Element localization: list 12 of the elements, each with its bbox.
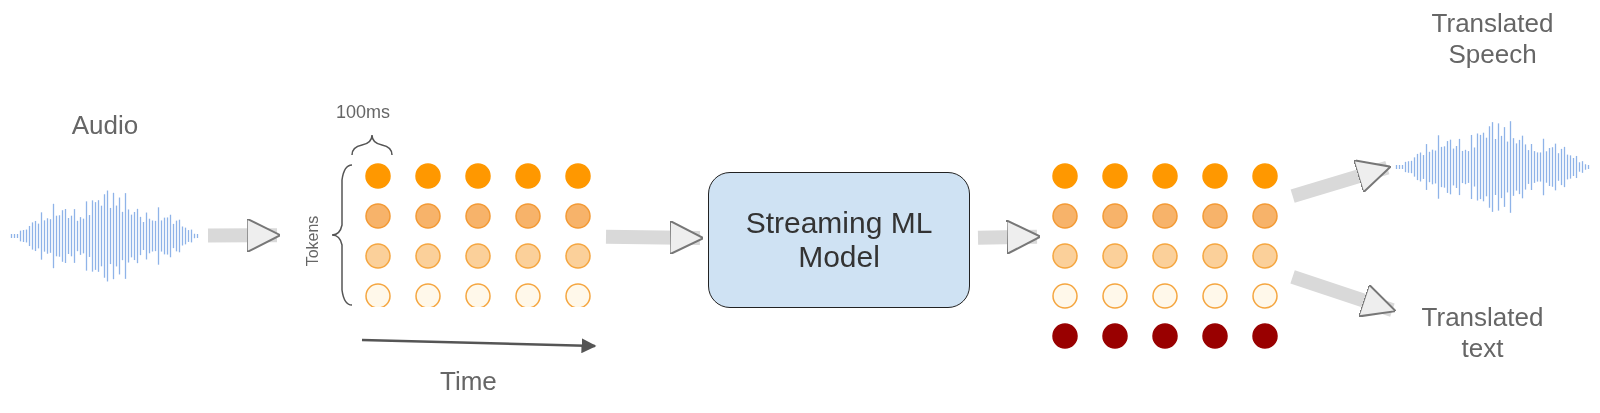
arrow <box>977 219 1042 255</box>
arrow <box>605 219 705 256</box>
output-label: Translated text <box>1400 302 1565 378</box>
model-box: Streaming ML Model <box>708 172 970 308</box>
arrow <box>1290 270 1397 318</box>
heading: Translated Speech <box>1430 8 1555 71</box>
axis-label: Time <box>440 366 497 397</box>
interval-label: 100ms <box>336 102 391 123</box>
axis-label: Tokens <box>304 215 323 267</box>
arrow <box>1290 159 1392 203</box>
arrow <box>207 217 282 254</box>
heading: Audio <box>70 110 140 142</box>
